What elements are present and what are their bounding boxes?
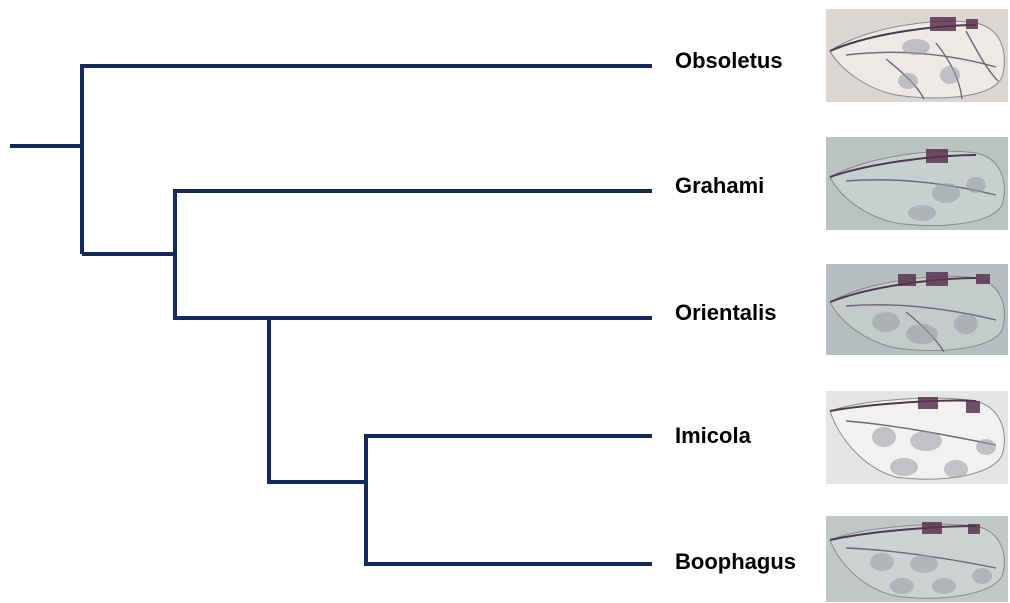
- leaf-label-orientalis: Orientalis: [675, 300, 776, 325]
- wing-photo-imicola: [826, 391, 1008, 484]
- leaf-label-boophagus: Boophagus: [675, 549, 796, 574]
- leaf-label-imicola: Imicola: [675, 423, 752, 448]
- wing-photo-orientalis: [826, 264, 1008, 355]
- wing-photo-grahami: [826, 137, 1008, 230]
- wing-photos: [826, 9, 1008, 602]
- wing-photo-boophagus: [826, 516, 1008, 602]
- leaf-labels: Obsoletus Grahami Orientalis Imicola Boo…: [675, 48, 796, 574]
- tree-branches: [10, 64, 652, 566]
- wing-photo-obsoletus: [826, 9, 1008, 102]
- leaf-label-grahami: Grahami: [675, 173, 764, 198]
- leaf-label-obsoletus: Obsoletus: [675, 48, 783, 73]
